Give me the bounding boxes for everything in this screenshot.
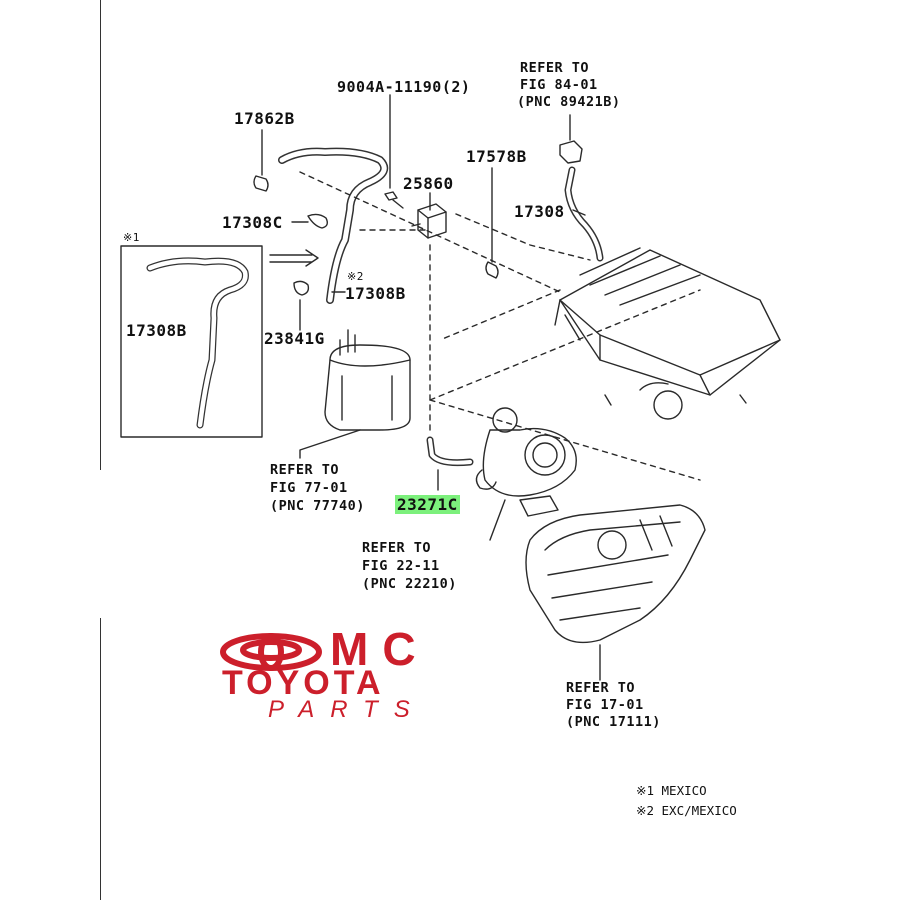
intake-manifold xyxy=(525,504,706,644)
label-ref-17-line1: REFER TO xyxy=(566,680,636,696)
label-clamp-17308c: 17308C xyxy=(222,213,283,232)
leader-throttle xyxy=(489,499,506,541)
footnote-mexico: ※1 MEXICO xyxy=(636,783,707,798)
label-ref-84-line1: REFER TO xyxy=(520,60,590,76)
toyota-emblem-icon xyxy=(220,633,322,671)
throttle-body xyxy=(475,407,577,517)
logo-toyota-text: TOYOTA xyxy=(222,664,385,702)
connector-89421b xyxy=(559,140,583,164)
label-bolt-9004a: 9004A-11190(2) xyxy=(337,78,471,96)
label-hose-17308b-left: 17308B xyxy=(126,321,187,340)
label-hose-17308: 17308 xyxy=(514,202,565,221)
variant-inset-box xyxy=(120,245,263,438)
bolt-icon xyxy=(384,191,404,209)
clip-17862b xyxy=(253,175,269,192)
label-note-mark-2: ※2 xyxy=(347,270,364,283)
label-ref-22-line3: (PNC 22210) xyxy=(362,576,457,592)
label-ref-84-line3: (PNC 89421B) xyxy=(517,94,621,110)
label-ref-17-line3: (PNC 17111) xyxy=(566,714,661,730)
label-ref-22-line1: REFER TO xyxy=(362,540,432,556)
label-clamp-23841g: 23841G xyxy=(264,329,325,348)
label-ref-84-line2: FIG 84-01 xyxy=(520,77,598,93)
left-border-line-bottom xyxy=(100,618,101,900)
label-note-mark-1: ※1 xyxy=(123,231,140,244)
dashed-guide-upper xyxy=(299,171,591,293)
label-ref-77-line1: REFER TO xyxy=(270,462,340,478)
leader-17308 xyxy=(572,209,586,216)
clip-17578b xyxy=(485,261,499,279)
label-ref-77-line2: FIG 77-01 xyxy=(270,480,348,496)
vsv-valve xyxy=(411,203,447,239)
label-ref-77-line3: (PNC 77740) xyxy=(270,498,365,514)
dashed-guide-box xyxy=(429,289,701,481)
leader-canister xyxy=(299,429,361,459)
label-ref-22-line2: FIG 22-11 xyxy=(362,558,440,574)
left-border-line-top xyxy=(100,0,101,470)
air-cleaner-box xyxy=(554,247,781,420)
label-clip-17862b: 17862B xyxy=(234,109,295,128)
variant-arrow xyxy=(269,249,319,267)
logo-parts-text: PARTS xyxy=(268,696,426,723)
highlight-23271c[interactable]: 23271C xyxy=(395,495,460,514)
clamp-17308c xyxy=(307,213,329,229)
label-clip-17578b: 17578B xyxy=(466,147,527,166)
label-ref-17-line2: FIG 17-01 xyxy=(566,697,644,713)
inset-hose-variant xyxy=(146,257,249,429)
label-vsv-25860: 25860 xyxy=(403,174,454,193)
footnote-exc-mexico: ※2 EXC/MEXICO xyxy=(636,803,737,818)
label-hose-17308b-mid: 17308B xyxy=(345,284,406,303)
clamp-23841g xyxy=(293,280,310,296)
logo-mc-text: MC xyxy=(330,623,430,675)
charcoal-canister xyxy=(324,329,411,431)
label-highlighted-part-23271c[interactable]: 23271C xyxy=(395,495,460,514)
